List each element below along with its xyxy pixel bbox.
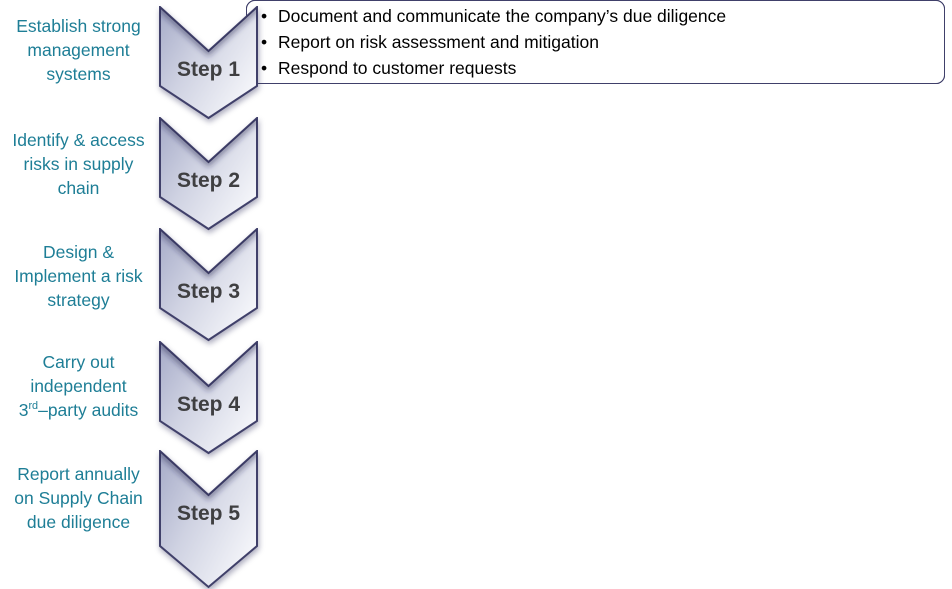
label-line: 3 <box>18 400 29 420</box>
chevron-down-arrow-icon <box>159 228 258 342</box>
label-line: –party audits <box>38 400 139 420</box>
bullet-item: Document and communicate the company’s d… <box>261 3 934 29</box>
bullet-list: Document and communicate the company’s d… <box>261 3 934 81</box>
step-chevron: Step 5 <box>159 450 258 589</box>
step-side-label-text: Identify & access risks in supply chain <box>12 129 145 198</box>
step-side-label: Design & Implement a risk strategy <box>0 233 157 318</box>
bullet-item: Respond to customer requests <box>261 55 934 81</box>
chevron-down-arrow-icon <box>159 341 258 455</box>
chevron-down-arrow-icon <box>159 6 258 120</box>
step-side-label-text: Establish strong management systems <box>16 16 141 84</box>
step-number-label: Step 5 <box>176 502 241 525</box>
step-number-label: Step 2 <box>176 169 241 192</box>
step-side-label-text: Design & Implement a risk strategy <box>14 241 143 310</box>
step-number-label: Step 1 <box>176 58 241 81</box>
step-number-label: Step 4 <box>176 393 241 416</box>
step-chevron: Step 1 <box>159 6 258 120</box>
step-side-label: Report annually on Supply Chain due dili… <box>0 454 157 541</box>
label-line: independent <box>30 376 127 396</box>
chevron-down-arrow-icon <box>159 450 258 589</box>
step-side-label-text: Report annually on Supply Chain due dili… <box>14 463 143 532</box>
step-side-label: Establish strong management systems <box>0 10 157 90</box>
ordinal-superscript: rd <box>28 400 39 413</box>
step-chevron: Step 2 <box>159 117 258 231</box>
step-chevron: Step 4 <box>159 341 258 455</box>
step-side-label: Identify & access risks in supply chain <box>0 123 157 204</box>
step-chevron: Step 3 <box>159 228 258 342</box>
step-number-label: Step 3 <box>176 280 241 303</box>
label-line: Carry out <box>42 352 115 372</box>
step-details-box: Document and communicate the company’s d… <box>246 0 945 84</box>
bullet-item: Report on risk assessment and mitigation <box>261 29 934 55</box>
chevron-down-arrow-icon <box>159 117 258 231</box>
